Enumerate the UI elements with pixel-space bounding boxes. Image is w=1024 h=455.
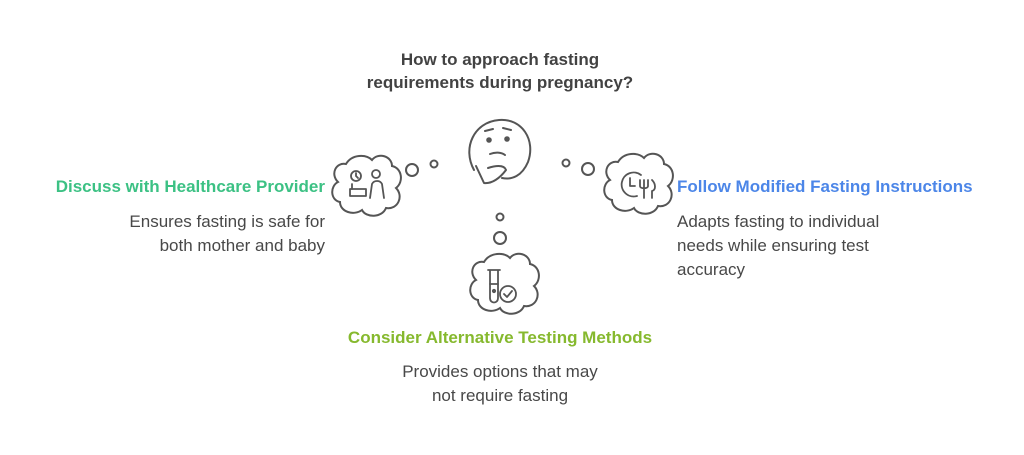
- option-desc-alternative-testing: Provides options that may not require fa…: [300, 360, 700, 408]
- option-desc-line: both mother and baby: [159, 236, 325, 255]
- option-title-modified-fasting: Follow Modified Fasting Instructions: [677, 177, 973, 196]
- option-desc-line: Adapts fasting to individual: [677, 212, 880, 231]
- option-title-alternative-testing: Consider Alternative Testing Methods: [347, 328, 653, 347]
- option-desc-line: needs while ensuring test: [677, 236, 869, 255]
- option-title-healthcare-provider: Discuss with Healthcare Provider: [55, 177, 325, 196]
- option-desc-line: Ensures fasting is safe for: [129, 212, 325, 231]
- clock-fork-knife-icon: [603, 152, 674, 215]
- bubble-trail-bottom: [493, 212, 507, 245]
- doctor-consultation-icon: [331, 154, 402, 217]
- option-desc-line: not require fasting: [431, 386, 569, 405]
- bubble-trail-right: [561, 158, 595, 176]
- diagram-title: How to approach fasting requirements dur…: [337, 48, 663, 94]
- test-tube-check-icon: [469, 252, 540, 315]
- thinking-face-icon: [468, 118, 532, 185]
- option-desc-healthcare-provider: Ensures fasting is safe for both mother …: [65, 210, 325, 258]
- option-desc-line: accuracy: [677, 260, 746, 279]
- option-desc-modified-fasting: Adapts fasting to individual needs while…: [677, 210, 977, 282]
- diagram-title-line-1: How to approach fasting: [400, 50, 600, 69]
- bubble-trail-left: [405, 159, 439, 177]
- option-desc-line: Provides options that may: [402, 362, 598, 381]
- diagram-title-line-2: requirements during pregnancy?: [366, 73, 634, 92]
